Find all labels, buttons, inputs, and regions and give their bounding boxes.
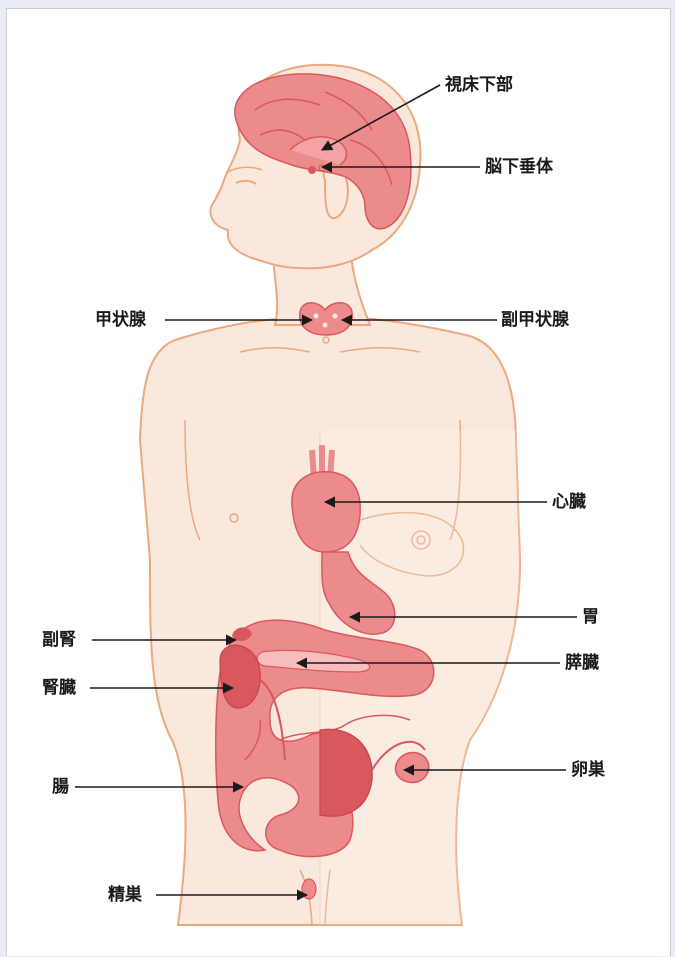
label-thyroid: 甲状腺 <box>95 310 146 330</box>
label-kidney: 腎臓 <box>42 678 76 698</box>
label-intestine: 腸 <box>52 777 69 797</box>
label-adrenal: 副腎 <box>42 630 76 650</box>
label-testis: 精巣 <box>108 885 142 905</box>
label-pituitary: 脳下垂体 <box>485 157 553 177</box>
label-heart: 心臓 <box>552 492 586 512</box>
ovary <box>396 753 429 783</box>
label-pancreas: 膵臓 <box>565 653 599 673</box>
label-stomach: 胃 <box>582 607 599 627</box>
label-hypothalamus: 視床下部 <box>445 75 513 95</box>
label-ovary: 卵巣 <box>571 760 605 780</box>
testis <box>302 879 316 899</box>
label-parathyroid: 副甲状腺 <box>501 310 569 330</box>
